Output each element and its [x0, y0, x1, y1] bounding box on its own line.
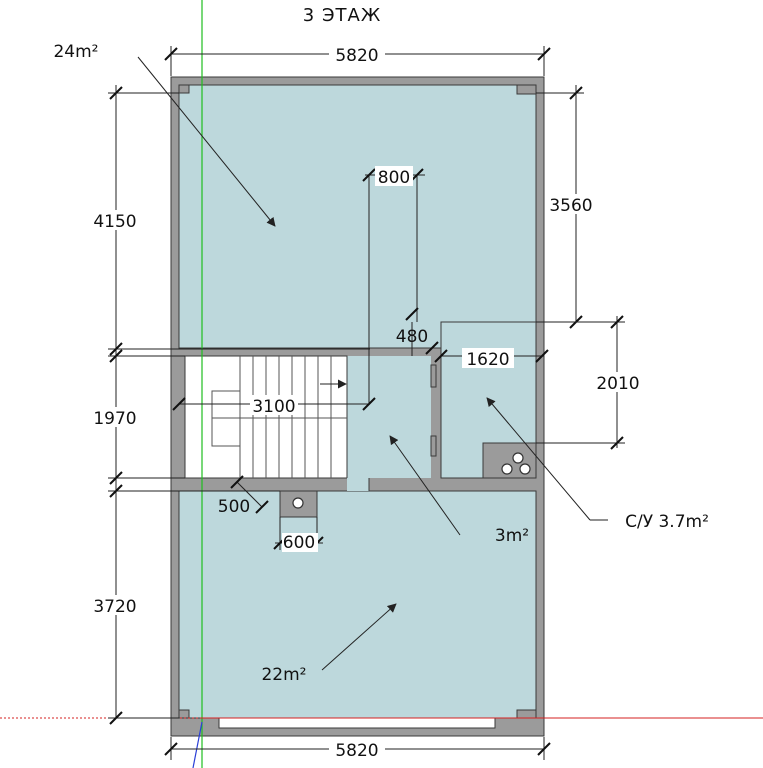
building-walls [170, 76, 545, 737]
dim-stair-zone-height: 1970 [93, 409, 136, 429]
pipe-icon [501, 463, 513, 475]
floor-title: 3 ЭТАЖ [303, 5, 381, 26]
pipe-icon [512, 452, 524, 464]
dim-door-800: 800 [378, 168, 410, 188]
room-bottom [178, 490, 537, 719]
dim-shaft-600: 600 [283, 533, 315, 553]
dim-bathroom-width: 1620 [466, 350, 509, 370]
bottom-window [218, 717, 496, 729]
dim-wall-480: 480 [396, 327, 428, 347]
hall-opening [347, 478, 369, 491]
area-leaders [137, 56, 608, 671]
area-label-bottom-room: 22m² [261, 665, 306, 685]
area-label-bathroom: С/У 3.7m² [625, 512, 709, 532]
dim-bathroom-height: 2010 [596, 374, 639, 394]
dim-shaft-500: 500 [218, 497, 250, 517]
room-hall [347, 356, 431, 478]
room-top [178, 84, 537, 349]
dim-bottom-room-height: 3720 [93, 597, 136, 617]
dim-top-width: 5820 [335, 46, 378, 66]
area-label-hall: 3m² [495, 526, 529, 546]
labels: 24m² 3m² С/У 3.7m² 22m² 5820 5820 4150 1… [53, 42, 708, 761]
pipe-icon [519, 463, 531, 475]
dim-stair-3100: 3100 [252, 397, 295, 417]
dim-right-upper-height: 3560 [549, 196, 592, 216]
pipe-icon [292, 497, 304, 509]
dim-top-room-height: 4150 [93, 212, 136, 232]
dim-bottom-width: 5820 [335, 741, 378, 761]
blue-axis [192, 721, 203, 768]
area-label-top-room: 24m² [53, 42, 98, 62]
staircase [211, 356, 347, 478]
